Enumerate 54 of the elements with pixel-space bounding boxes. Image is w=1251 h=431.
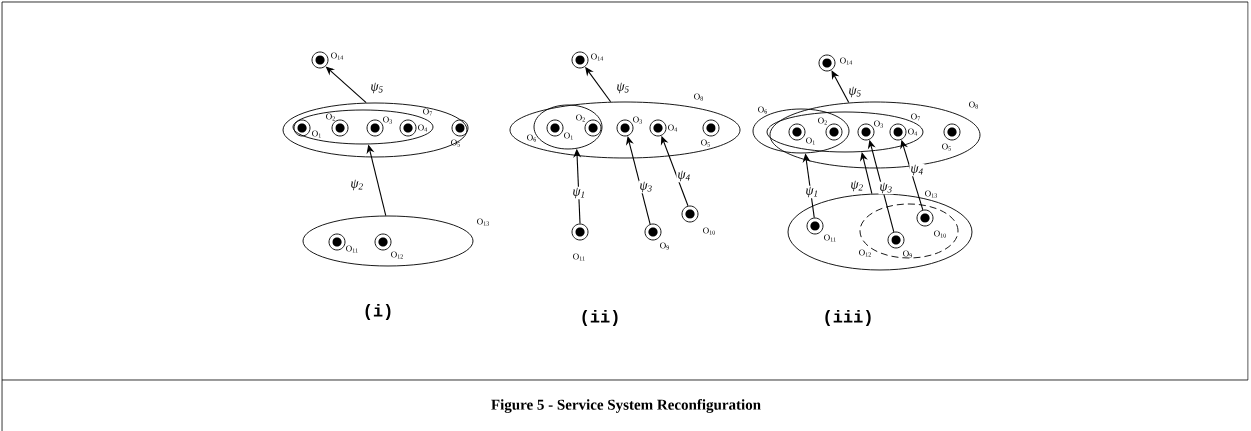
node-label: O$_{4}$ [418, 124, 428, 132]
arrow [831, 70, 850, 104]
edge-label: ψ$_{2}$ [349, 178, 365, 192]
edge-label: ψ$_{2}$ [849, 179, 865, 193]
node-label: O$_{6}$ [527, 134, 537, 142]
edge-label: ψ$_{1}$ [804, 185, 820, 199]
edge-label: ψ$_{5}$ [369, 81, 385, 95]
node-label: O$_{14}$ [331, 52, 344, 60]
node-label: O$_{7}$ [911, 113, 920, 121]
node-label: O$_{11}$ [824, 234, 836, 242]
edge-label: ψ$_{1}$ [571, 186, 587, 200]
node-label: O$_{6}$ [758, 106, 768, 114]
edge-label: ψ$_{4}$ [676, 169, 692, 183]
node-label: O$_{14}$ [591, 53, 604, 61]
node-label: O$_{3}$ [874, 120, 883, 128]
node-label: O$_{14}$ [840, 57, 853, 65]
node-label: O$_{9}$ [660, 242, 669, 250]
node-label: O$_{4}$ [908, 128, 918, 136]
arrow [625, 136, 651, 225]
node-label: O$_{3}$ [633, 116, 642, 124]
figure-caption: Figure 5 - Service System Reconfiguration [491, 399, 761, 413]
node-label: O$_{13}$ [477, 218, 489, 226]
node-label: O$_{11}$ [346, 245, 358, 253]
panel-label: (iii) [825, 310, 871, 326]
node-label: O$_{10}$ [703, 227, 715, 235]
node-label: O$_{10}$ [934, 230, 946, 238]
node-label: O$_{5}$ [942, 143, 951, 151]
node-label: O$_{2}$ [326, 113, 335, 121]
node-label: O$_{5}$ [451, 139, 460, 147]
edge-label: ψ$_{5}$ [847, 85, 863, 99]
node-label: O$_{8}$ [969, 101, 978, 109]
edge-label: ψ$_{3}$ [878, 181, 894, 195]
node-label: O$_{2}$ [818, 117, 827, 125]
node-label: O$_{8}$ [694, 93, 703, 101]
edge-label: ψ$_{4}$ [909, 163, 925, 177]
edge-label: ψ$_{5}$ [615, 81, 631, 95]
node-label: O$_{13}$ [925, 190, 937, 198]
panel-label: (i) [365, 304, 391, 320]
arrow [859, 152, 873, 195]
panel-label: (ii) [582, 310, 618, 326]
node-label: O$_{3}$ [383, 116, 392, 124]
node-label: O$_{5}$ [701, 139, 710, 147]
node-label: O$_{12}$ [391, 251, 403, 259]
node-label: O$_{1}$ [806, 137, 815, 145]
node-label: O$_{12}$ [859, 249, 871, 257]
node-label: O$_{2}$ [576, 114, 585, 122]
edge-label: ψ$_{3}$ [638, 180, 654, 194]
node-label: O$_{1}$ [312, 130, 321, 138]
node-label: O$_{1}$ [564, 132, 573, 140]
node-label: O$_{9}$ [903, 250, 912, 258]
node-label: O$_{11}$ [573, 253, 585, 261]
node-label: O$_{7}$ [423, 108, 433, 116]
ellipse [282, 102, 468, 158]
node-label: O$_{4}$ [668, 124, 678, 132]
